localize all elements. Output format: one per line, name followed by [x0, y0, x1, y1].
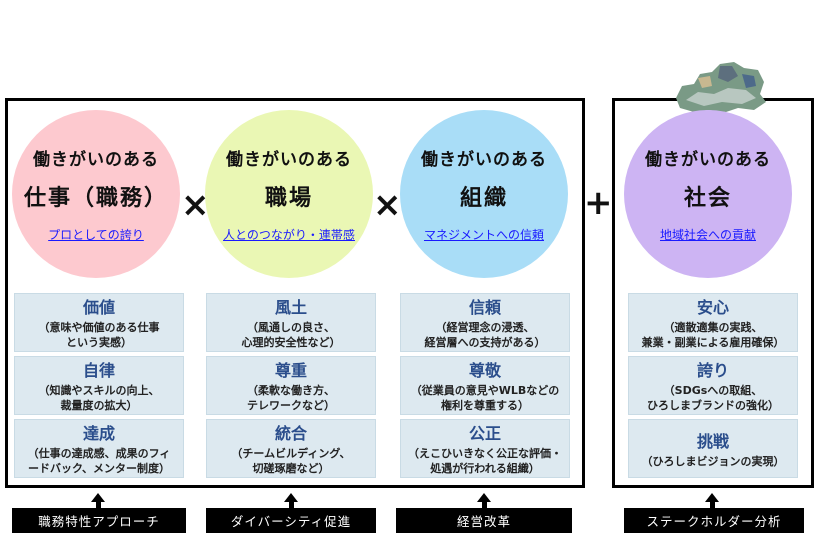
- circle-society-link[interactable]: 地域社会への貢献: [660, 226, 756, 243]
- card-subtitle: （柔軟な働き方、 テレワークなど）: [247, 384, 335, 414]
- card-title: 価値: [83, 294, 115, 318]
- circle-society-prefix: 働きがいのある: [645, 145, 771, 170]
- card-subtitle: （適散適集の実践、 兼業・副業による雇用確保）: [642, 321, 785, 351]
- hiroshima-map-image: [668, 58, 768, 116]
- times-operator-2: ×: [373, 188, 402, 222]
- circle-work-prefix: 働きがいのある: [33, 145, 159, 170]
- card-culture: 風土 （風通しの良さ、 心理的安全性など）: [206, 293, 376, 352]
- circle-organization-title: 組織: [460, 180, 508, 212]
- card-title: 公正: [469, 420, 501, 444]
- card-title: 挑戦: [697, 428, 729, 452]
- card-subtitle: （風通しの良さ、 心理的安全性など）: [242, 321, 341, 351]
- card-subtitle: （えこひいきなく公正な評価・ 処遇が行われる組織）: [408, 447, 562, 477]
- circle-organization-link[interactable]: マネジメントへの信頼: [424, 226, 544, 243]
- card-subtitle: （チームビルディング、 切磋琢磨など）: [231, 447, 350, 477]
- plus-operator: +: [584, 186, 613, 220]
- card-title: 尊敬: [469, 357, 501, 381]
- card-subtitle: （知識やスキルの向上、 裁量度の拡大）: [39, 384, 160, 414]
- circle-society: 働きがいのある 社会 地域社会への貢献: [624, 110, 792, 278]
- arrow-stem: [96, 501, 101, 508]
- card-subtitle: （意味や価値のある仕事 という実感）: [39, 321, 160, 351]
- card-subtitle: （仕事の達成感、成果のフィ ードバック、メンター制度）: [28, 447, 171, 477]
- card-pride: 誇り （SDGsへの取組、 ひろしまブランドの強化）: [628, 356, 798, 415]
- label-job-characteristics: 職務特性アプローチ: [12, 508, 186, 533]
- card-title: 誇り: [697, 357, 729, 381]
- card-respect: 尊重 （柔軟な働き方、 テレワークなど）: [206, 356, 376, 415]
- times-operator-1: ×: [181, 188, 210, 222]
- card-title: 信頼: [469, 294, 501, 318]
- circle-organization: 働きがいのある 組織 マネジメントへの信頼: [400, 110, 568, 278]
- card-title: 尊重: [275, 357, 307, 381]
- card-title: 統合: [275, 420, 307, 444]
- card-trust: 信頼 （経営理念の浸透、 経営層への支持がある）: [400, 293, 570, 352]
- circle-workplace: 働きがいのある 職場 人とのつながり・連帯感: [205, 110, 373, 278]
- label-management-reform: 経営改革: [396, 508, 572, 533]
- label-diversity: ダイバーシティ促進: [206, 508, 376, 533]
- circle-work-link[interactable]: プロとしての誇り: [48, 226, 144, 243]
- card-title: 達成: [83, 420, 115, 444]
- card-esteem: 尊敬 （従業員の意見やWLBなどの 権利を尊重する）: [400, 356, 570, 415]
- circle-society-title: 社会: [684, 180, 732, 212]
- card-challenge: 挑戦 （ひろしまビジョンの実現）: [628, 419, 798, 478]
- arrow-stem: [482, 501, 487, 508]
- card-value: 価値 （意味や価値のある仕事 という実感）: [14, 293, 184, 352]
- card-subtitle: （経営理念の浸透、 経営層への支持がある）: [425, 321, 546, 351]
- circle-work-title: 仕事（職務）: [24, 180, 168, 212]
- card-fairness: 公正 （えこひいきなく公正な評価・ 処遇が行われる組織）: [400, 419, 570, 478]
- card-subtitle: （従業員の意見やWLBなどの 権利を尊重する）: [411, 384, 560, 414]
- circle-workplace-title: 職場: [265, 180, 313, 212]
- card-subtitle: （SDGsへの取組、 ひろしまブランドの強化）: [647, 384, 779, 414]
- card-achievement: 達成 （仕事の達成感、成果のフィ ードバック、メンター制度）: [14, 419, 184, 478]
- card-security: 安心 （適散適集の実践、 兼業・副業による雇用確保）: [628, 293, 798, 352]
- circle-workplace-prefix: 働きがいのある: [226, 145, 352, 170]
- arrow-stem: [710, 501, 715, 508]
- card-integration: 統合 （チームビルディング、 切磋琢磨など）: [206, 419, 376, 478]
- card-subtitle: （ひろしまビジョンの実現）: [642, 455, 785, 470]
- circle-work: 働きがいのある 仕事（職務） プロとしての誇り: [12, 110, 180, 278]
- label-stakeholder-analysis: ステークホルダー分析: [624, 508, 804, 533]
- circle-workplace-link[interactable]: 人とのつながり・連帯感: [223, 226, 355, 243]
- card-autonomy: 自律 （知識やスキルの向上、 裁量度の拡大）: [14, 356, 184, 415]
- circle-organization-prefix: 働きがいのある: [421, 145, 547, 170]
- arrow-stem: [289, 501, 294, 508]
- card-title: 風土: [275, 294, 307, 318]
- card-title: 自律: [83, 357, 115, 381]
- card-title: 安心: [697, 294, 729, 318]
